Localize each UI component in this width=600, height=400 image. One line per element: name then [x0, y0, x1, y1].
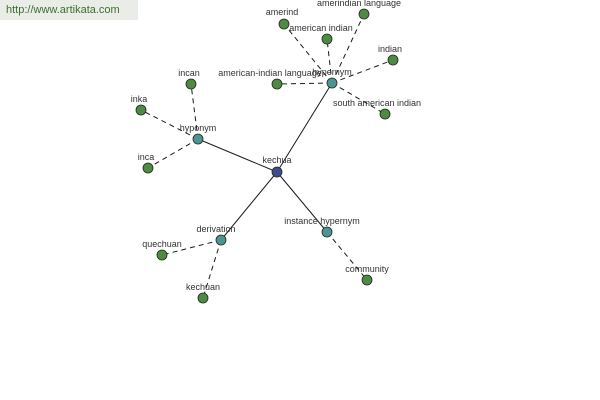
node-label-community: community	[345, 264, 389, 274]
node-dot-american-indian-language[interactable]	[271, 78, 283, 90]
node-dot-derivation[interactable]	[215, 234, 227, 246]
graph-edges	[140, 13, 394, 299]
node-label-hypernym: hypernym	[312, 67, 352, 77]
node-label-hyponym: hyponym	[180, 123, 217, 133]
edge-kechua-derivation	[220, 171, 278, 241]
edge-hyponym-inca	[147, 138, 199, 169]
node-dot-amerind[interactable]	[278, 18, 290, 30]
edge-instance-hypernym-community	[326, 231, 368, 281]
edge-kechua-hyponym	[197, 138, 278, 173]
node-dot-instance-hypernym[interactable]	[321, 226, 333, 238]
node-dot-indian[interactable]	[387, 54, 399, 66]
node-label-inca: inca	[138, 152, 155, 162]
node-south-american-indian[interactable]: south american indian	[333, 98, 421, 120]
node-label-incan: incan	[178, 68, 200, 78]
node-dot-amerindian-language[interactable]	[358, 8, 370, 20]
node-dot-quechuan[interactable]	[156, 249, 168, 261]
node-instance-hypernym[interactable]: instance hypernym	[284, 216, 360, 238]
node-derivation[interactable]: derivation	[196, 224, 236, 246]
edge-hypernym-american-indian	[326, 38, 333, 84]
node-label-indian: indian	[378, 44, 402, 54]
node-label-amerindian-language: amerindian language	[317, 0, 401, 8]
node-community[interactable]: community	[345, 264, 389, 286]
node-hypernym[interactable]: hypernym	[312, 67, 352, 89]
node-kechua[interactable]: kechua	[262, 155, 292, 178]
node-dot-kechuan[interactable]	[197, 292, 209, 304]
node-american-indian-language[interactable]: american-indian language	[218, 68, 322, 90]
node-label-derivation: derivation	[196, 224, 235, 234]
node-amerindian-language[interactable]: amerindian language	[317, 0, 401, 20]
node-label-quechuan: quechuan	[142, 239, 182, 249]
watermark-url[interactable]: http://www.artikata.com	[0, 0, 138, 20]
node-quechuan[interactable]: quechuan	[142, 239, 182, 261]
edge-hypernym-indian	[331, 59, 394, 84]
node-amerind[interactable]: amerind	[266, 7, 299, 30]
edge-kechua-hypernym	[276, 82, 333, 173]
node-dot-hyponym[interactable]	[192, 133, 204, 145]
node-label-south-american-indian: south american indian	[333, 98, 421, 108]
node-american-indian[interactable]: american indian	[289, 23, 353, 45]
edge-hypernym-amerind	[283, 23, 333, 84]
edge-derivation-quechuan	[161, 239, 222, 256]
edge-hyponym-inka	[140, 109, 199, 140]
node-dot-incan[interactable]	[185, 78, 197, 90]
edge-hypernym-amerindian-language	[331, 13, 365, 84]
node-dot-hypernym[interactable]	[326, 77, 338, 89]
node-label-amerind: amerind	[266, 7, 299, 17]
node-dot-inka[interactable]	[135, 104, 147, 116]
node-label-kechua: kechua	[262, 155, 291, 165]
node-dot-kechua[interactable]	[271, 166, 283, 178]
edge-derivation-kechuan	[202, 239, 222, 299]
node-label-kechuan: kechuan	[186, 282, 220, 292]
node-label-american-indian: american indian	[289, 23, 353, 33]
node-hyponym[interactable]: hyponym	[180, 123, 217, 145]
node-inca[interactable]: inca	[138, 152, 155, 174]
node-indian[interactable]: indian	[378, 44, 402, 66]
edge-hypernym-american-indian-language	[276, 82, 333, 85]
graph-nodes: kechua hypernym hyponym derivation instance …	[131, 0, 421, 304]
node-dot-american-indian[interactable]	[321, 33, 333, 45]
node-incan[interactable]: incan	[178, 68, 200, 90]
node-label-inka: inka	[131, 94, 148, 104]
edge-hyponym-incan	[190, 83, 199, 140]
node-dot-south-american-indian[interactable]	[379, 108, 391, 120]
node-dot-inca[interactable]	[142, 162, 154, 174]
node-dot-community[interactable]	[361, 274, 373, 286]
node-label-american-indian-language: american-indian language	[218, 68, 322, 78]
node-label-instance-hypernym: instance hypernym	[284, 216, 360, 226]
node-inka[interactable]: inka	[131, 94, 148, 116]
edge-kechua-instance-hypernym	[276, 171, 328, 233]
edge-hypernym-south-american-indian	[331, 82, 386, 115]
node-kechuan[interactable]: kechuan	[186, 282, 220, 304]
